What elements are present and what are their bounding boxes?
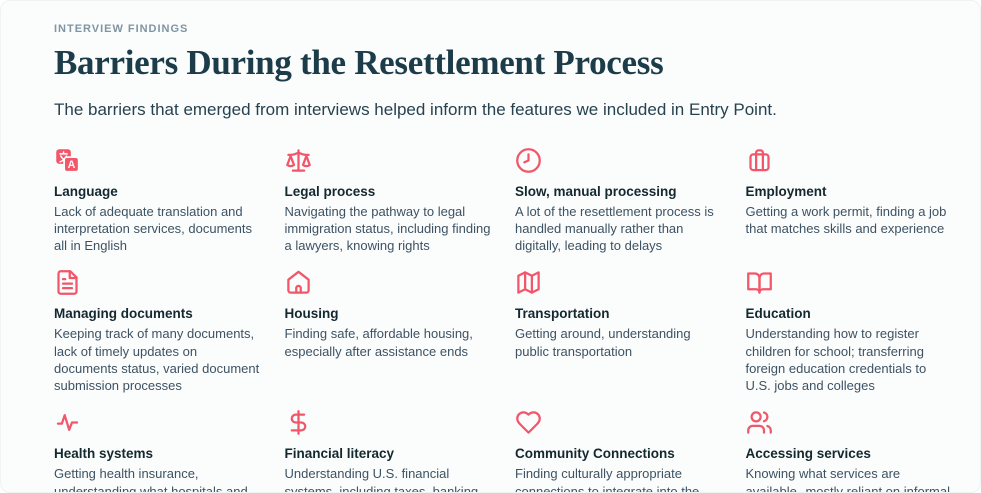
document-icon (54, 269, 263, 299)
scales-icon (285, 147, 494, 177)
card-description: Getting health insurance, understanding … (54, 466, 248, 493)
card-title: Legal process (284, 183, 376, 199)
card-title: Community Connections (515, 446, 675, 462)
card-title: Transportation (515, 306, 610, 322)
card-managing-documents: Managing documents Keeping track of many… (54, 269, 263, 394)
users-icon (746, 409, 955, 439)
card-title: Language (54, 183, 118, 199)
briefcase-icon (746, 147, 955, 177)
card-slow-processing: Slow, manual processing A lot of the res… (515, 147, 724, 255)
barriers-grid: A Language Lack of adequate translation … (54, 147, 955, 493)
card-description: Finding culturally appropriate connectio… (515, 466, 700, 493)
card-financial-literacy: Financial literacy Understanding U.S. fi… (284, 409, 494, 493)
card-housing: Housing Finding safe, affordable housing… (285, 269, 494, 394)
card-language: A Language Lack of adequate translation … (54, 147, 263, 255)
card-description: Navigating the pathway to legal immigrat… (284, 203, 491, 254)
card-title: Health systems (54, 446, 154, 462)
pulse-icon (54, 409, 263, 439)
eyebrow-label: INTERVIEW FINDINGS (54, 23, 189, 35)
card-description: Understanding how to register children f… (745, 326, 927, 394)
heart-icon (515, 409, 724, 439)
card-title: Financial literacy (284, 446, 395, 462)
card-transportation: Transportation Getting around, understan… (515, 269, 724, 394)
card-education: Education Understanding how to register … (746, 269, 955, 394)
card-title: Housing (284, 306, 339, 322)
house-icon (285, 269, 494, 299)
card-accessing-services: Accessing services Knowing what services… (745, 409, 955, 493)
card-health-systems: Health systems Getting health insurance,… (54, 409, 263, 493)
translate-icon: A (54, 147, 263, 177)
page-title: Barriers During the Resettlement Process (54, 43, 664, 82)
clock-icon (515, 147, 724, 177)
card-title: Slow, manual processing (515, 183, 677, 199)
card-title: Managing documents (54, 306, 193, 322)
map-icon (515, 269, 724, 299)
page-subtitle: The barriers that emerged from interview… (54, 99, 777, 119)
card-legal-process: Legal process Navigating the pathway to … (285, 147, 494, 255)
card-community-connections: Community Connections Finding culturally… (515, 409, 724, 493)
card-title: Employment (745, 183, 827, 199)
card-description: Keeping track of many documents, lack of… (54, 326, 260, 394)
card-description: Lack of adequate translation and interpr… (54, 203, 252, 254)
card-description: Getting around, understanding public tra… (515, 326, 691, 359)
card-description: Understanding U.S. financial systems, in… (284, 466, 479, 493)
card-description: Knowing what services are available--mos… (745, 466, 950, 493)
dollar-icon (285, 409, 494, 439)
card-description: Getting a work permit, finding a job tha… (745, 203, 947, 236)
card-title: Education (745, 306, 811, 322)
card-employment: Employment Getting a work permit, findin… (746, 147, 955, 255)
card-title: Accessing services (745, 446, 871, 462)
card-description: A lot of the resettlement process is han… (515, 203, 714, 254)
svg-text:A: A (68, 158, 76, 170)
card-description: Finding safe, affordable housing, especi… (284, 326, 473, 359)
open-book-icon (746, 269, 955, 299)
